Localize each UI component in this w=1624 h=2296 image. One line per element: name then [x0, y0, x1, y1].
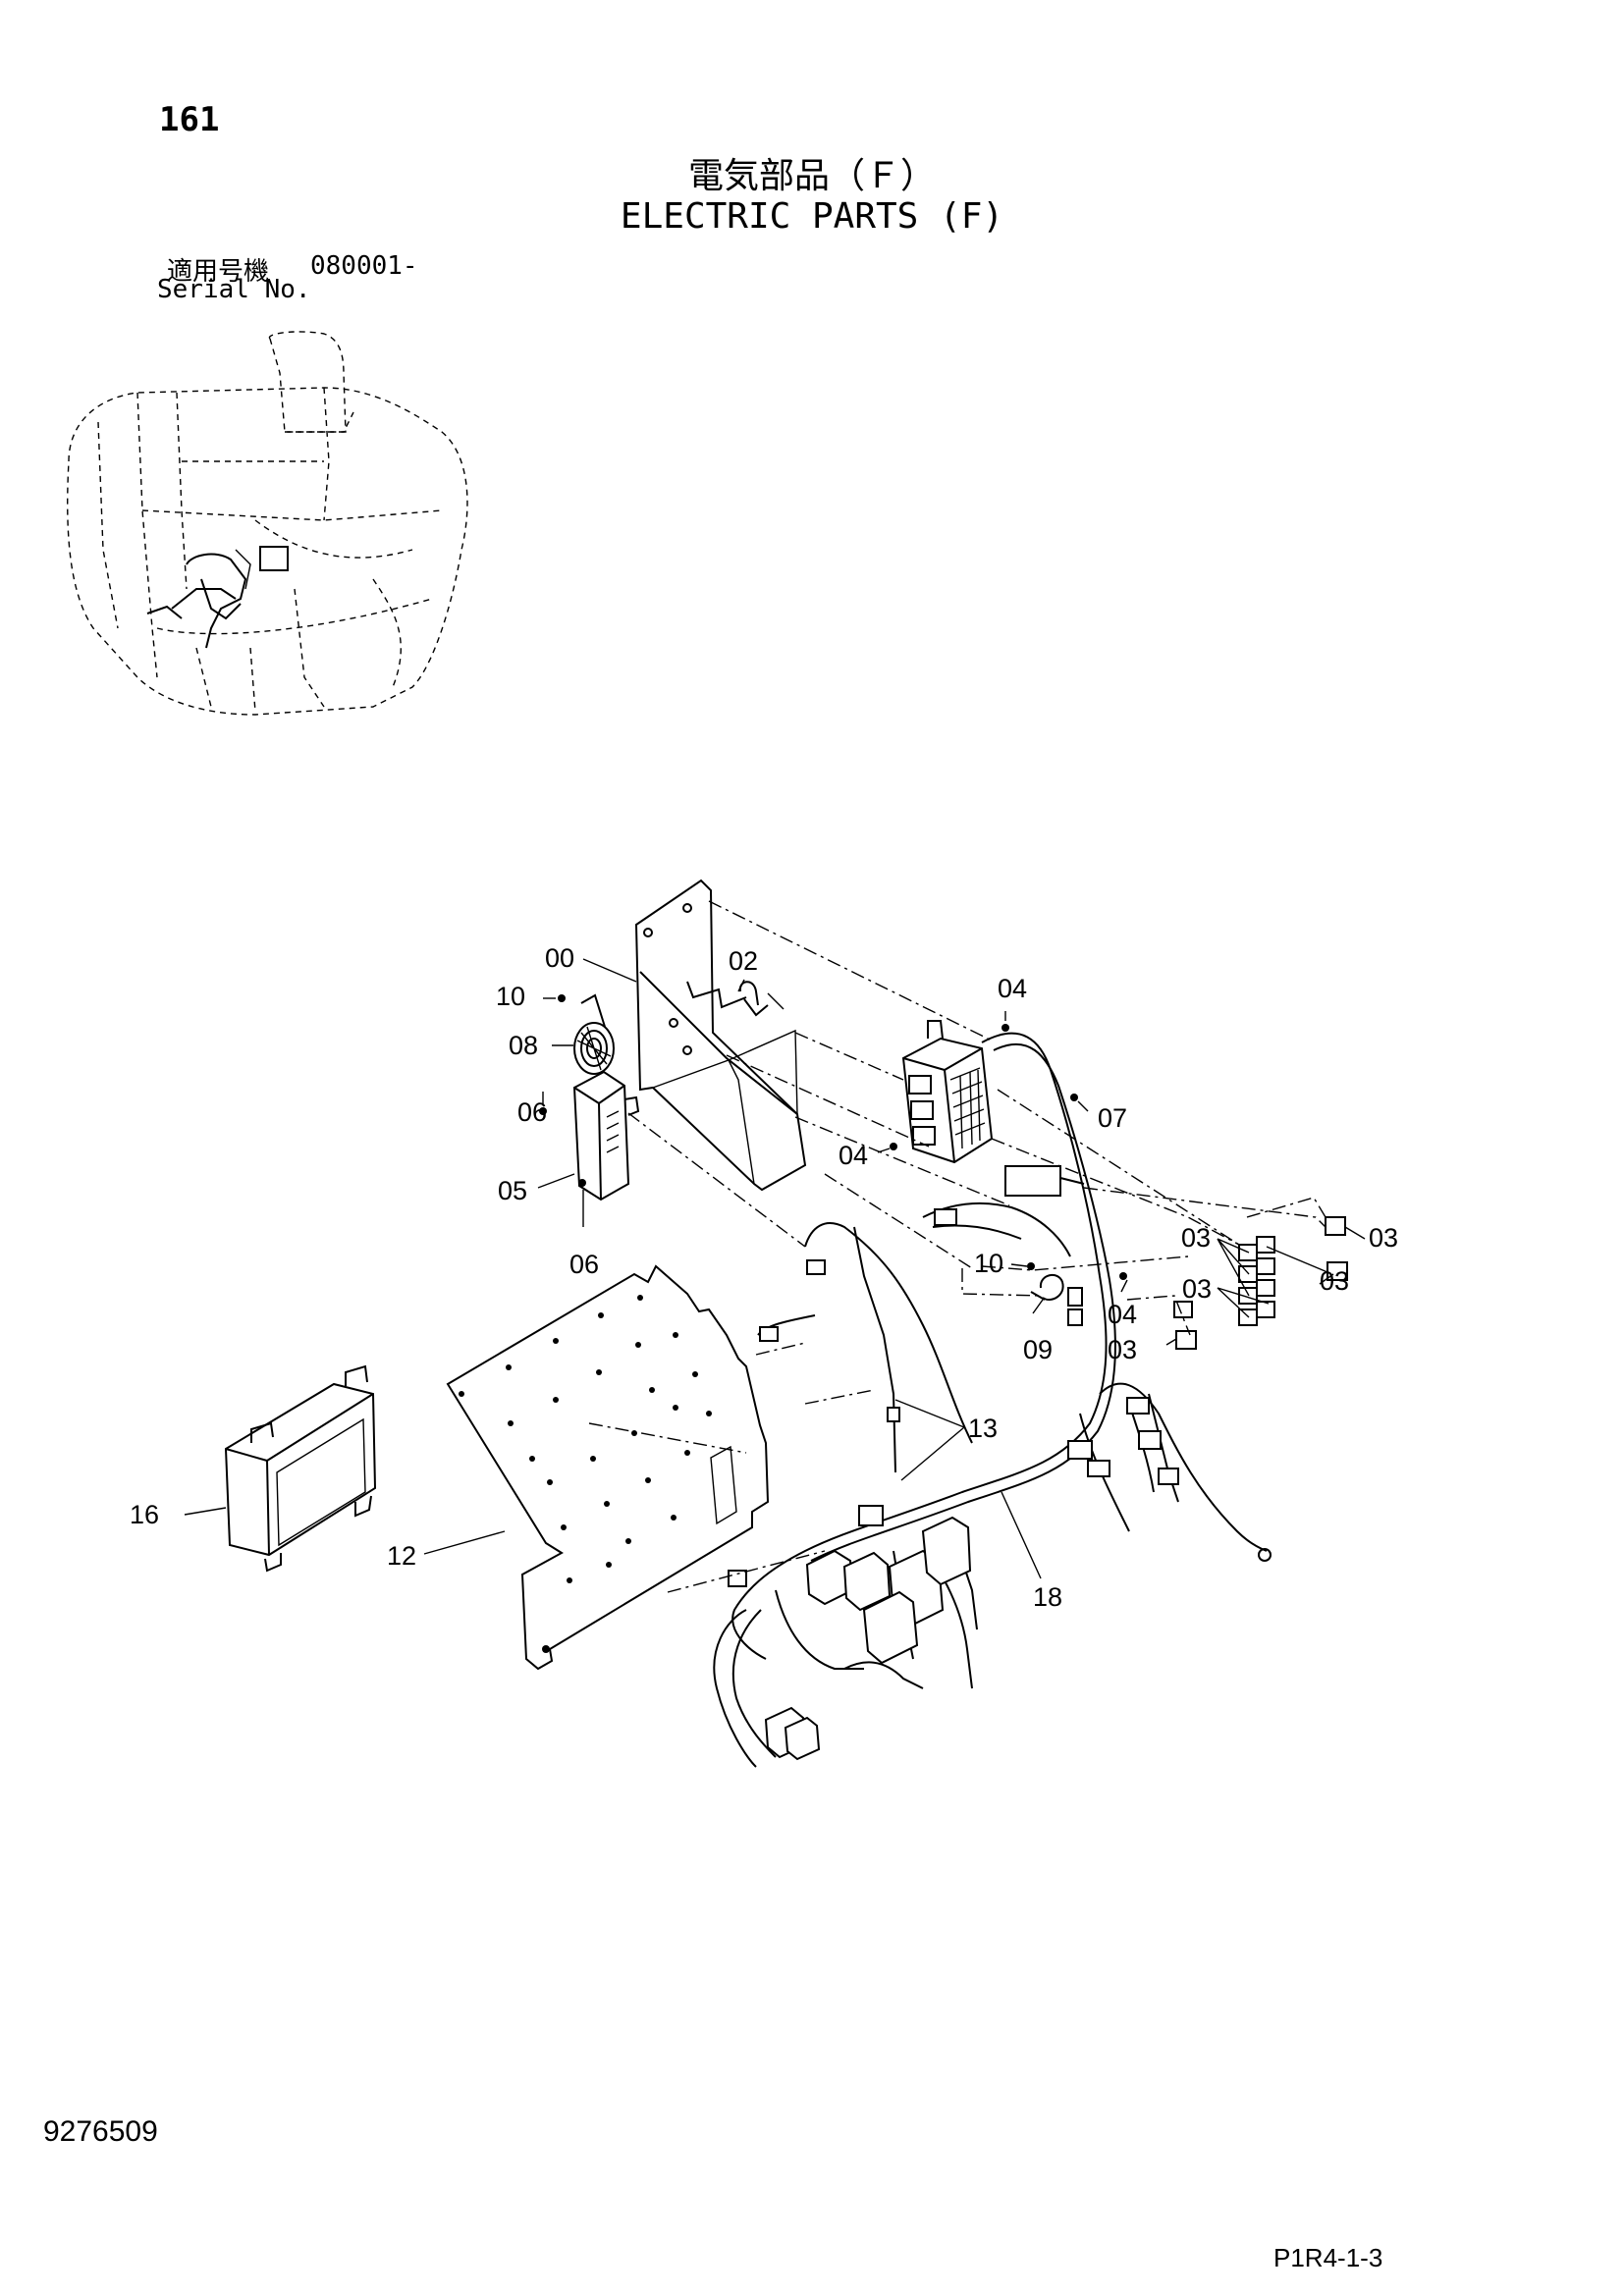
- page-title-english: ELECTRIC PARTS (F): [620, 196, 1004, 237]
- page-number: 161: [159, 100, 220, 139]
- callout-03-c: 03: [1182, 1274, 1212, 1304]
- callout-12: 12: [387, 1541, 416, 1571]
- callout-07: 07: [1098, 1103, 1127, 1133]
- page-title-japanese: 電気部品（Ｆ）: [687, 156, 936, 196]
- callout-09: 09: [1023, 1335, 1053, 1364]
- part-18-wire-harness: [713, 1032, 1272, 1768]
- screws: [539, 994, 1127, 1280]
- callout-08: 08: [509, 1031, 538, 1060]
- part-08-horn: [573, 993, 615, 1075]
- callout-10-lower: 10: [974, 1249, 1003, 1278]
- callout-10: 10: [496, 982, 525, 1011]
- callout-06: 06: [517, 1097, 547, 1127]
- callout-13: 13: [968, 1414, 998, 1443]
- callout-05: 05: [498, 1176, 527, 1205]
- harness-connectors: [728, 1165, 1179, 1761]
- serial-label-english: Serial No.: [157, 275, 311, 304]
- part-12-plate: [446, 1264, 770, 1671]
- callout-00: 00: [545, 943, 574, 973]
- callout-04-top: 04: [998, 974, 1027, 1003]
- callout-16: 16: [130, 1500, 159, 1529]
- callout-02: 02: [729, 946, 758, 976]
- serial-label-japanese: 適用号機: [167, 257, 270, 287]
- sheet-code: P1R4-1-3: [1273, 2243, 1383, 2272]
- highlighted-part-marker: [259, 546, 289, 571]
- serial-number-value: 080001-: [310, 251, 418, 281]
- callout-03-e: 03: [1108, 1335, 1137, 1364]
- part-09-clamp: [1030, 1273, 1064, 1301]
- callout-labels: 00 02 10 08 06 05 06 04 04 07 03 03 03 0…: [130, 943, 1398, 1612]
- machine-location-thumbnail: [67, 331, 468, 716]
- assembly-center-lines: [588, 900, 1326, 1593]
- part-05-relay-module: [572, 1070, 640, 1201]
- callout-06-lower: 06: [569, 1250, 599, 1279]
- part-16-controller: [224, 1364, 377, 1573]
- callout-03-a: 03: [1181, 1223, 1211, 1253]
- leader-lines: [184, 958, 1366, 1579]
- callout-18: 18: [1033, 1582, 1062, 1612]
- callout-04-mid: 04: [839, 1141, 868, 1170]
- fuse-relay-box: [901, 1020, 994, 1164]
- drawing-number: 9276509: [43, 2115, 158, 2148]
- callout-04-lower: 04: [1108, 1300, 1137, 1329]
- callout-03-b: 03: [1369, 1223, 1398, 1253]
- part-00-bracket: [634, 879, 807, 1192]
- callout-03-d: 03: [1320, 1266, 1349, 1296]
